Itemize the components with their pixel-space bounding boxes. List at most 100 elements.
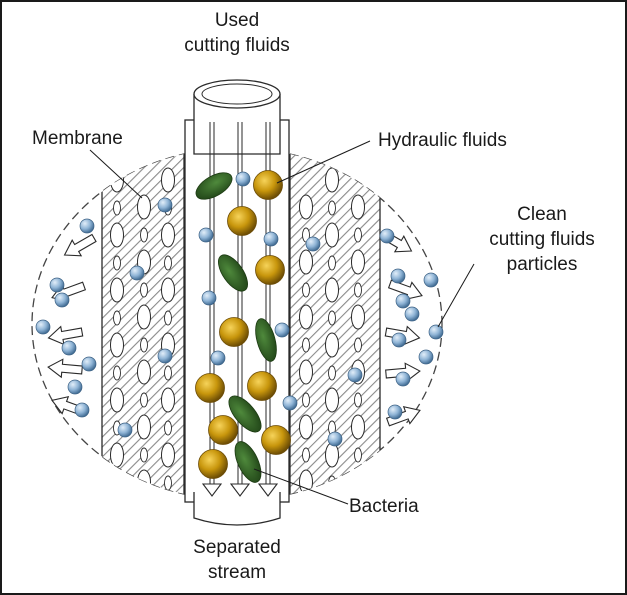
membrane-pore <box>325 222 339 248</box>
membrane-pore <box>354 447 362 463</box>
clean-particle <box>157 348 173 364</box>
clean-particle <box>428 324 444 340</box>
hydraulic-particle <box>255 255 285 285</box>
clean-particle <box>391 332 407 348</box>
membrane-pore <box>354 392 362 408</box>
clean-particle <box>395 371 411 387</box>
clean-particle <box>327 431 343 447</box>
membrane-pore <box>164 420 172 436</box>
membrane-pore <box>328 310 336 326</box>
bacteria-particle <box>195 172 233 200</box>
flow-arrow-right <box>385 405 421 427</box>
membrane-pore <box>325 387 339 413</box>
membrane-pore <box>164 365 172 381</box>
membrane-pore <box>299 414 313 440</box>
clean-particle <box>210 350 226 366</box>
membrane-pore <box>328 475 336 491</box>
membrane-pore <box>161 167 175 193</box>
membrane-pore <box>113 310 121 326</box>
membrane-pore <box>302 337 310 353</box>
membrane-pore <box>303 503 310 517</box>
clean-particle <box>67 379 83 395</box>
bacteria-leader <box>253 468 349 505</box>
membrane-pore <box>110 222 124 248</box>
membrane-pore <box>328 255 336 271</box>
membrane-pore <box>302 282 310 298</box>
membrane-pore <box>325 167 339 193</box>
membrane-pore <box>325 332 339 358</box>
membrane-pore <box>351 414 365 440</box>
membrane-pore <box>137 414 151 440</box>
clean-particle <box>387 404 403 420</box>
clean-particle <box>117 422 133 438</box>
membrane-pore <box>137 359 151 385</box>
clean-particle <box>81 356 97 372</box>
label-top-line2: cutting fluids <box>184 35 290 56</box>
bacteria-particle <box>255 318 277 362</box>
hydraulic-leader <box>276 140 371 184</box>
down-arrow-icon <box>257 483 279 497</box>
flow-arrow-right <box>387 279 423 301</box>
inlet-pipe <box>193 94 281 155</box>
hydraulic-particle <box>227 206 257 236</box>
membrane-leader <box>89 149 143 199</box>
clean-particle <box>263 231 279 247</box>
membrane-pore <box>325 277 339 303</box>
membrane-pore <box>110 332 124 358</box>
label-clean-line1: Clean <box>517 204 567 225</box>
clean-particle <box>404 306 420 322</box>
membrane-pore <box>161 442 175 468</box>
membrane-pore <box>140 447 148 463</box>
label-bottom-line2: stream <box>207 562 267 583</box>
hydraulic-particle <box>247 371 277 401</box>
clean-particle <box>198 227 214 243</box>
clean-particle <box>418 349 434 365</box>
clean-particle <box>347 367 363 383</box>
flow-arrow-left <box>47 358 83 379</box>
hollow-arrow-icon <box>63 233 97 257</box>
membrane-pore <box>137 304 151 330</box>
bacteria-particle <box>228 395 262 433</box>
label-clean-line2: cutting fluids <box>489 229 595 250</box>
membrane-pore <box>110 442 124 468</box>
membrane-pore <box>351 304 365 330</box>
membrane-pore <box>110 387 124 413</box>
membrane-pore <box>137 194 151 220</box>
clean-particle <box>379 228 395 244</box>
membrane-pore <box>351 469 365 495</box>
clean-particle <box>390 268 406 284</box>
hydraulic-particle <box>261 425 291 455</box>
clean-particle <box>423 272 439 288</box>
label-clean-particles: Clean cutting fluids particles <box>472 202 612 277</box>
membrane-pore <box>299 359 313 385</box>
clean-particle <box>79 218 95 234</box>
membrane-pore <box>140 227 148 243</box>
flow-arrow-left <box>47 325 84 346</box>
membrane-pore <box>299 249 313 275</box>
membrane-pore <box>302 447 310 463</box>
membrane-pore <box>113 365 121 381</box>
membrane-pore <box>354 337 362 353</box>
label-used-cutting-fluids: Used cutting fluids <box>172 8 302 58</box>
membrane-pore <box>113 475 121 491</box>
clean-particle <box>61 340 77 356</box>
clean-particle <box>282 395 298 411</box>
membrane-pore <box>141 503 148 517</box>
membrane-pore <box>161 222 175 248</box>
membrane-pore <box>164 310 172 326</box>
outlet-pipe <box>193 492 281 526</box>
membrane-pore <box>113 255 121 271</box>
label-hydraulic-fluids: Hydraulic fluids <box>378 130 507 151</box>
hollow-arrow-icon <box>47 358 83 379</box>
label-top-line1: Used <box>214 10 260 31</box>
bacteria-particle <box>218 254 248 292</box>
membrane-pore <box>328 365 336 381</box>
clean-particle <box>35 319 51 335</box>
membrane-pore <box>328 200 336 216</box>
clean-particle <box>235 171 251 187</box>
hydraulic-particles <box>195 170 291 479</box>
membrane-pore <box>164 255 172 271</box>
clean-particle <box>157 197 173 213</box>
